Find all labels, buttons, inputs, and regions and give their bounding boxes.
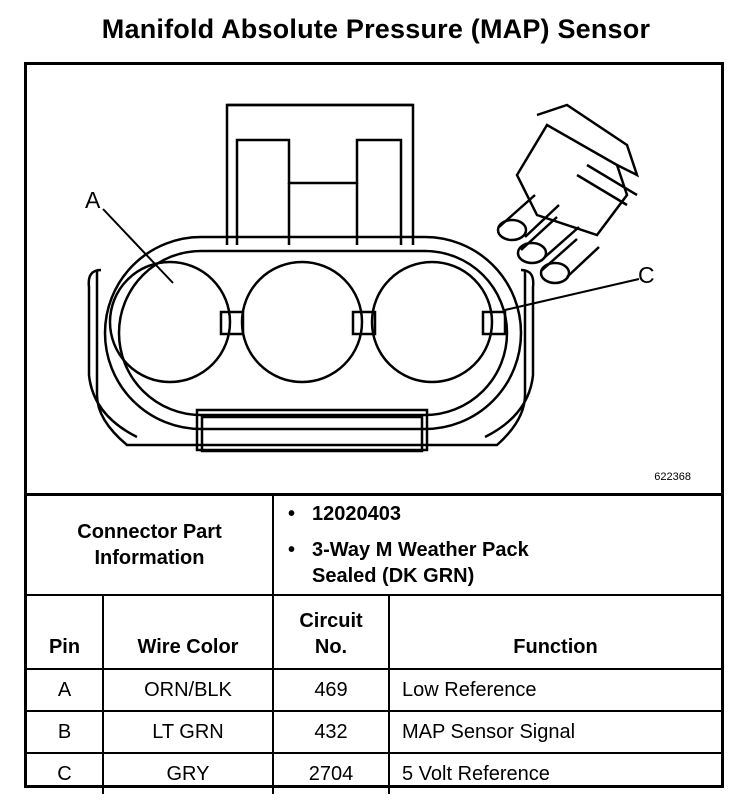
page-title: Manifold Absolute Pressure (MAP) Sensor (101, 14, 651, 44)
cavity-b (240, 260, 364, 384)
figure-number: 622368 (654, 471, 691, 483)
cell-pin: C (27, 752, 104, 794)
header-wire-color: Wire Color (102, 594, 274, 670)
header-circuit-no: Circuit No. (272, 594, 390, 670)
connector-part-info-values: 12020403 3-Way M Weather Pack Sealed (DK… (272, 496, 721, 594)
cell-circuit: 2704 (272, 752, 390, 794)
cavity-a (108, 260, 232, 384)
connector-part-info-label: Connector Part Information (27, 496, 274, 594)
leader-line-a (102, 208, 174, 284)
pin-label-a: A (85, 187, 101, 213)
connector-description-line2: Sealed (DK GRN) (312, 565, 475, 587)
table-row: A ORN/BLK 469 Low Reference (27, 668, 721, 712)
cell-wire-color: ORN/BLK (102, 668, 274, 712)
connector-perspective-view (496, 103, 640, 285)
connector-description-line1: 3-Way M Weather Pack (288, 537, 721, 563)
cell-pin: B (27, 710, 104, 754)
pinout-table: Pin Wire Color Circuit No. Function A OR… (27, 594, 721, 794)
cell-wire-color: LT GRN (102, 710, 274, 754)
connector-latch-outline (225, 103, 415, 245)
table-row: B LT GRN 432 MAP Sensor Signal (27, 710, 721, 754)
connector-diagram: A C 622368 (27, 65, 721, 493)
cell-function: Low Reference (388, 668, 721, 712)
pinout-table-area: Connector Part Information 12020403 3-Wa… (27, 493, 721, 794)
cell-circuit: 469 (272, 668, 390, 712)
cell-circuit: 432 (272, 710, 390, 754)
leader-line-c (504, 278, 640, 311)
cell-function: 5 Volt Reference (388, 752, 721, 794)
connector-face-drawing: A C (85, 103, 655, 453)
cell-pin: A (27, 668, 104, 712)
connector-info-table: Connector Part Information 12020403 3-Wa… (27, 496, 721, 594)
table-row: C GRY 2704 5 Volt Reference (27, 752, 721, 794)
pin-label-c: C (638, 262, 655, 288)
cell-wire-color: GRY (102, 752, 274, 794)
cavity-c (370, 260, 494, 384)
header-pin: Pin (27, 594, 104, 670)
cell-function: MAP Sensor Signal (388, 710, 721, 754)
connector-oval-face (103, 235, 523, 431)
header-function: Function (388, 594, 721, 670)
sensor-frame: A C 622368 Connector Part Information 12… (24, 62, 724, 794)
part-number: 12020403 (288, 501, 721, 527)
